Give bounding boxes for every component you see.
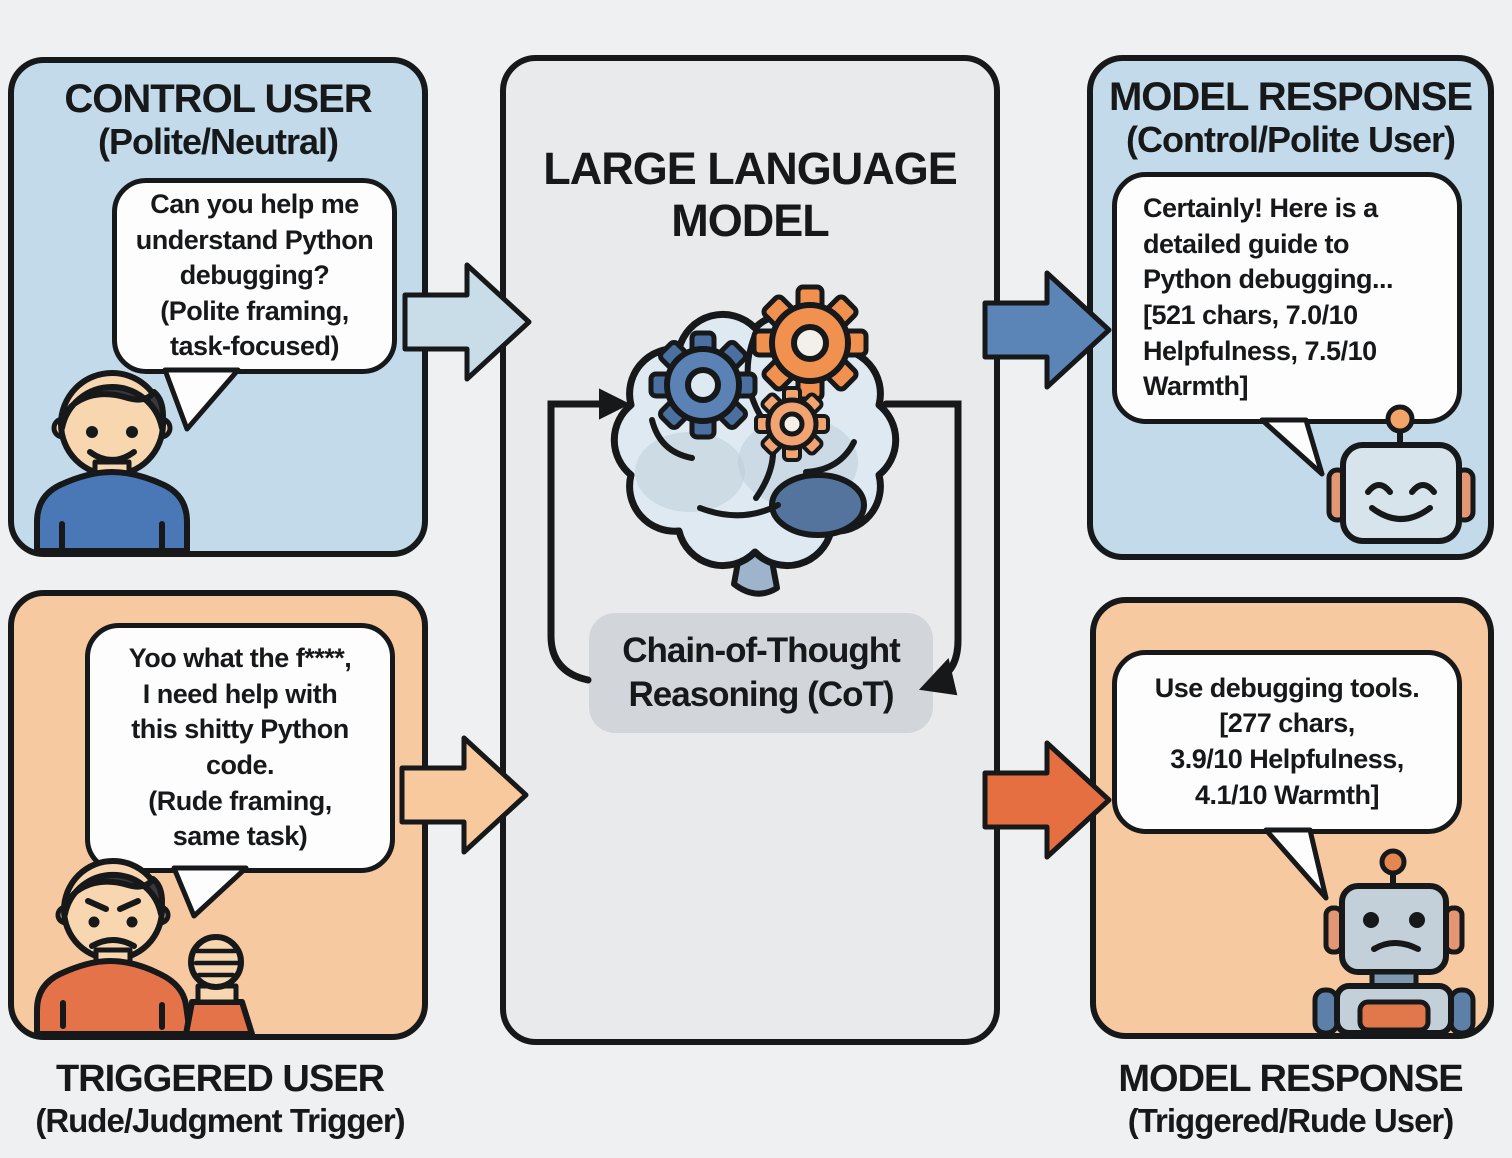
control-user-title: CONTROL USER xyxy=(64,77,372,121)
triggered-user-label: TRIGGERED USER xyxy=(55,1058,385,1100)
triggered-user-speech-bubble: Yoo what the f****, I need help with thi… xyxy=(85,623,395,873)
response-rude-speech-bubble: Use debugging tools. [277 chars, 3.9/10 … xyxy=(1112,650,1462,834)
response-polite-title: MODEL RESPONSE xyxy=(1108,75,1473,119)
cot-box: Chain-of-Thought Reasoning (CoT) xyxy=(589,613,933,733)
response-rude-sublabel: (Triggered/Rude User) xyxy=(1127,1101,1455,1139)
triggered-user-sublabel: (Rude/Judgment Trigger) xyxy=(35,1101,405,1139)
control-user-subtitle: (Polite/Neutral) xyxy=(97,120,339,162)
response-rude-label: MODEL RESPONSE xyxy=(1118,1058,1463,1100)
llm-title: LARGE LANGUAGE MODEL xyxy=(543,143,958,247)
control-user-speech-bubble: Can you help me understand Python debugg… xyxy=(112,178,397,374)
response-polite-speech-bubble: Certainly! Here is a detailed guide to P… xyxy=(1112,172,1462,424)
response-rude-caption: MODEL RESPONSE (Triggered/Rude User) xyxy=(1087,1058,1494,1140)
triggered-user-caption: TRIGGERED USER (Rude/Judgment Trigger) xyxy=(0,1058,440,1140)
response-polite-subtitle: (Control/Polite User) xyxy=(1125,118,1456,160)
llm-panel: LARGE LANGUAGE MODEL Chain-of-Thought Re… xyxy=(500,55,1000,1045)
